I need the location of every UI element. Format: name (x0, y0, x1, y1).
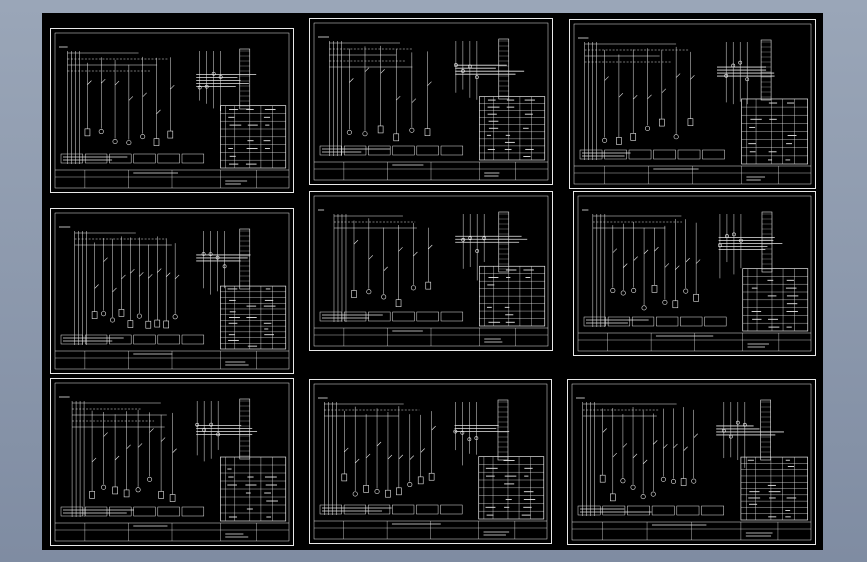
schematic-lines (313, 195, 549, 347)
schematic-lines (54, 382, 290, 542)
drawing-sheet-4[interactable] (50, 208, 294, 374)
schematic-lines (577, 195, 812, 352)
drawing-sheet-9[interactable] (567, 379, 816, 545)
schematic-lines (54, 32, 290, 189)
schematic-lines (573, 23, 812, 185)
schematic-lines (313, 383, 548, 540)
drawing-sheet-7[interactable] (50, 378, 294, 546)
schematic-lines (54, 212, 290, 370)
schematic-lines (571, 383, 812, 541)
schematic-lines (313, 22, 549, 181)
drawing-sheet-5[interactable] (309, 191, 553, 351)
drawing-sheet-3[interactable] (569, 19, 816, 189)
drawing-sheet-1[interactable] (50, 28, 294, 193)
drawing-sheet-8[interactable] (309, 379, 552, 544)
drawing-canvas[interactable] (42, 13, 823, 550)
drawing-sheet-2[interactable] (309, 18, 553, 185)
drawing-sheet-6[interactable] (573, 191, 816, 356)
